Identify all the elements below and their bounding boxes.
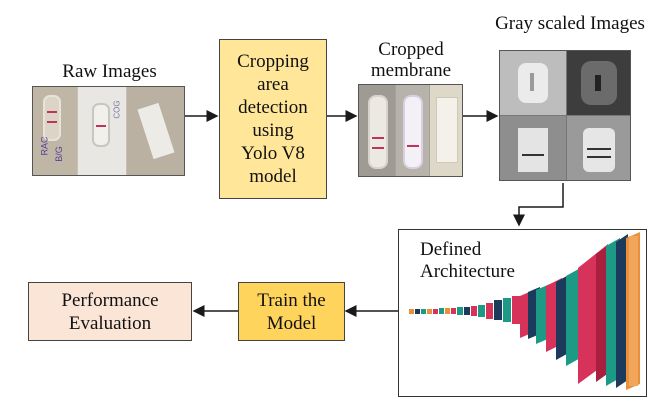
- cropped-membrane-photo: [358, 84, 463, 177]
- cropped-image-1: [359, 85, 395, 176]
- train-model-box: Train the Model: [238, 282, 345, 341]
- crop-line-6: model: [249, 166, 297, 187]
- gray-image-4: [567, 116, 630, 180]
- train-line-1: Train the: [257, 289, 326, 311]
- gray-image-3: [500, 116, 566, 180]
- cropped-image-2: [396, 85, 429, 176]
- architecture-line-2: Architecture: [420, 261, 515, 282]
- raw-images-photo: RAC B/G COG: [32, 86, 185, 176]
- architecture-caption: Defined Architecture: [420, 239, 515, 283]
- crop-line-2: area: [257, 74, 289, 95]
- arrow-gray-to-architecture: [513, 183, 564, 227]
- architecture-line-1: Defined: [420, 239, 482, 260]
- gray-scaled-grid: [499, 50, 631, 181]
- cropped-image-3: [430, 85, 462, 176]
- cropped-line-2: membrane: [370, 60, 452, 81]
- cropped-membrane-caption: Cropped membrane: [358, 39, 464, 81]
- crop-line-3: detection: [238, 97, 308, 118]
- cropped-line-1: Cropped: [378, 39, 444, 60]
- gray-image-1: [500, 51, 566, 115]
- raw-image-3: [127, 87, 184, 175]
- cnn-small-layers: [409, 296, 521, 324]
- cnn-medium-layers: [520, 266, 584, 366]
- crop-line-1: Cropping: [237, 51, 309, 72]
- performance-line-2: Evaluation: [68, 312, 152, 334]
- crop-line-4: using: [252, 120, 294, 141]
- gray-image-2: [567, 51, 630, 115]
- train-line-2: Model: [266, 312, 317, 334]
- crop-line-5: Yolo V8: [241, 143, 305, 164]
- raw-images-caption: Raw Images: [62, 61, 157, 82]
- gray-scaled-caption: Gray scaled Images: [495, 13, 645, 34]
- raw-image-1: RAC B/G: [33, 87, 77, 175]
- crop-detection-box: Cropping area detection using Yolo V8 mo…: [219, 39, 327, 199]
- cnn-large-layers: [578, 232, 640, 390]
- performance-line-1: Performance: [61, 289, 159, 311]
- performance-box: Performance Evaluation: [28, 282, 192, 341]
- raw-image-2: COG: [78, 87, 126, 175]
